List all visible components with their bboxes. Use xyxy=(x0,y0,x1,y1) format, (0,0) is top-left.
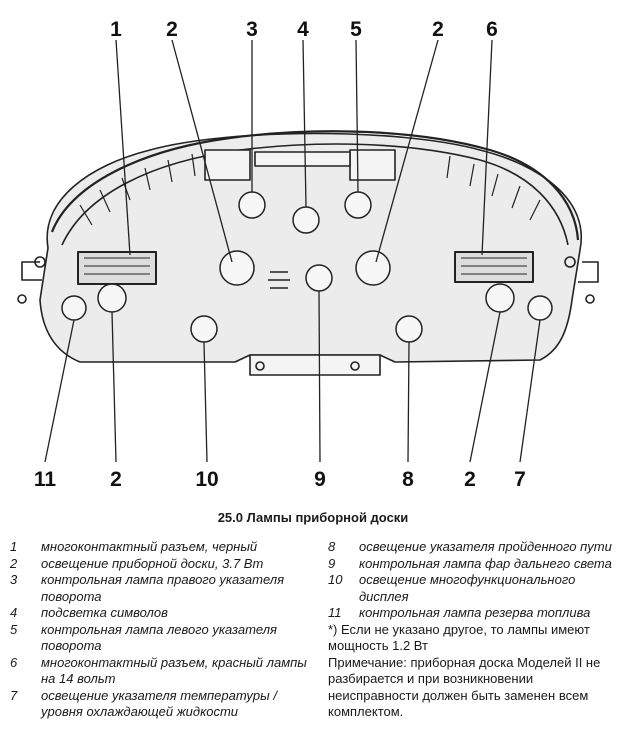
callout-3: 3 xyxy=(246,18,258,41)
symbol-marks xyxy=(268,271,290,289)
hood-ribs xyxy=(79,153,541,226)
callout-5: 5 xyxy=(350,18,362,41)
callout-11: 11 xyxy=(34,468,57,491)
callout-4: 4 xyxy=(297,18,309,41)
callout-7: 7 xyxy=(514,468,526,491)
callout-2-top-left: 2 xyxy=(166,18,178,41)
callout-2-bottom-left: 2 xyxy=(110,468,122,491)
leader-lines xyxy=(44,39,541,463)
connector-red xyxy=(454,251,534,283)
callout-6: 6 xyxy=(486,18,498,41)
mount-left xyxy=(21,261,42,281)
disassembly-remark: Примечание: приборная доска Моделей II н… xyxy=(328,654,601,720)
bottom-tab xyxy=(249,354,381,376)
cluster-hood xyxy=(50,130,580,241)
callout-10: 10 xyxy=(195,468,218,491)
lamp-power-note: *) Если не указано другое, то лампы имею… xyxy=(328,621,590,654)
callout-1: 1 xyxy=(110,18,122,41)
callout-9: 9 xyxy=(314,468,326,491)
callout-8: 8 xyxy=(402,468,414,491)
callout-2-bottom-right: 2 xyxy=(464,468,476,491)
mount-right xyxy=(578,261,599,283)
instrument-cluster-diagram: 1 2 3 4 5 2 6 11 2 10 9 8 2 7 xyxy=(17,18,599,491)
lamp-sockets xyxy=(61,191,553,343)
callout-2-top-right: 2 xyxy=(432,18,444,41)
top-tab-left xyxy=(204,149,251,181)
figure-caption: 25.0 Лампы приборной доски xyxy=(217,510,409,525)
top-tab-right xyxy=(349,149,396,181)
connector-black xyxy=(77,251,157,285)
cluster-housing xyxy=(39,132,583,363)
